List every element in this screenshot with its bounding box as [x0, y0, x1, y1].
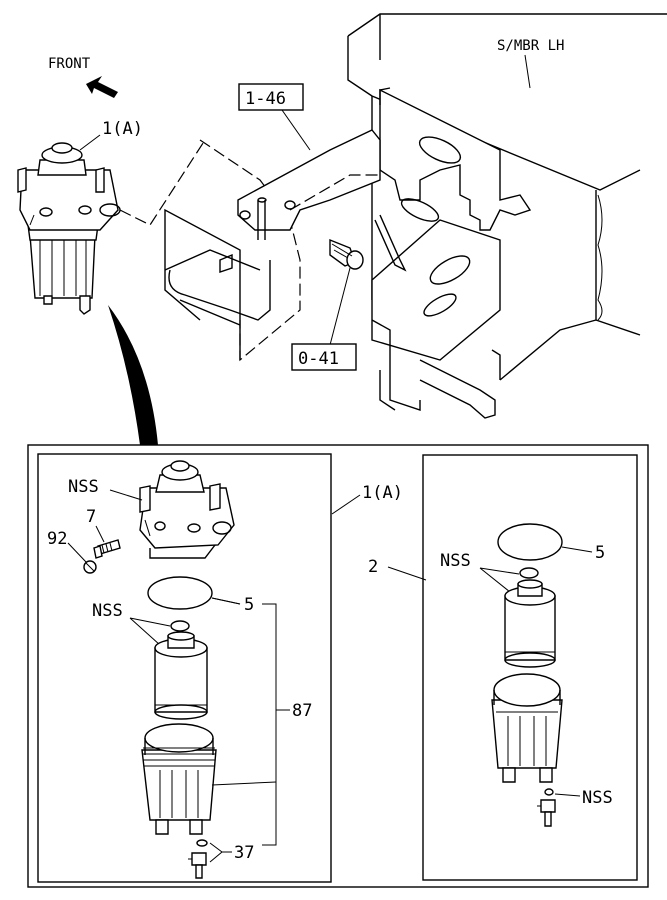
- nss-label-mid: NSS: [92, 601, 123, 621]
- side-member-label: S/MBR LH: [497, 38, 564, 54]
- nss-label-right-bottom: NSS: [582, 788, 613, 808]
- bracket-label-box: [238, 83, 304, 111]
- front-arrow-icon: [86, 76, 118, 98]
- detail-pointer: [108, 305, 158, 445]
- o-ring-large-right: [497, 523, 563, 561]
- bolt-label-box: [291, 343, 357, 371]
- part-87-bracket: [262, 603, 277, 846]
- filter-element-left: [154, 631, 208, 720]
- nss-label-top: NSS: [68, 477, 99, 497]
- bleeder-screw: [93, 539, 121, 559]
- bolt: [329, 238, 364, 270]
- filter-head: [139, 460, 235, 559]
- plug: [83, 560, 97, 574]
- o-ring-small-right: [519, 567, 539, 579]
- assembly-label-box: 1(A): [362, 483, 403, 503]
- part-7-label: 7: [86, 507, 96, 527]
- bracket-label: 1-46: [245, 89, 286, 109]
- bolt-label: 0-41: [298, 349, 339, 369]
- filter-element-right: [504, 579, 556, 668]
- drain-plug-right: [537, 788, 556, 827]
- right-detail-box: [422, 454, 638, 881]
- nss-label-right-top: NSS: [440, 551, 471, 571]
- filter-bracket: [164, 129, 381, 362]
- o-ring-small-left: [170, 620, 190, 632]
- part-87-label: 87: [292, 701, 312, 721]
- filter-bowl-right: [491, 673, 563, 783]
- part-5-left-label: 5: [244, 595, 254, 615]
- front-label: FRONT: [48, 56, 91, 72]
- left-detail-box: [37, 453, 332, 883]
- assembly-label-top: 1(A): [102, 119, 143, 139]
- fuel-filter-assembly-top: [17, 142, 121, 315]
- detail-frame: [27, 444, 649, 888]
- part-92-label: 92: [47, 529, 67, 549]
- mounting-bracket: [371, 87, 532, 419]
- o-ring-large-left: [147, 576, 213, 610]
- part-2-label: 2: [368, 557, 378, 577]
- part-5-right-label: 5: [595, 543, 605, 563]
- filter-bowl-left: [141, 723, 217, 835]
- part-37-label: 37: [234, 843, 254, 863]
- drain-plug-left: [188, 839, 208, 879]
